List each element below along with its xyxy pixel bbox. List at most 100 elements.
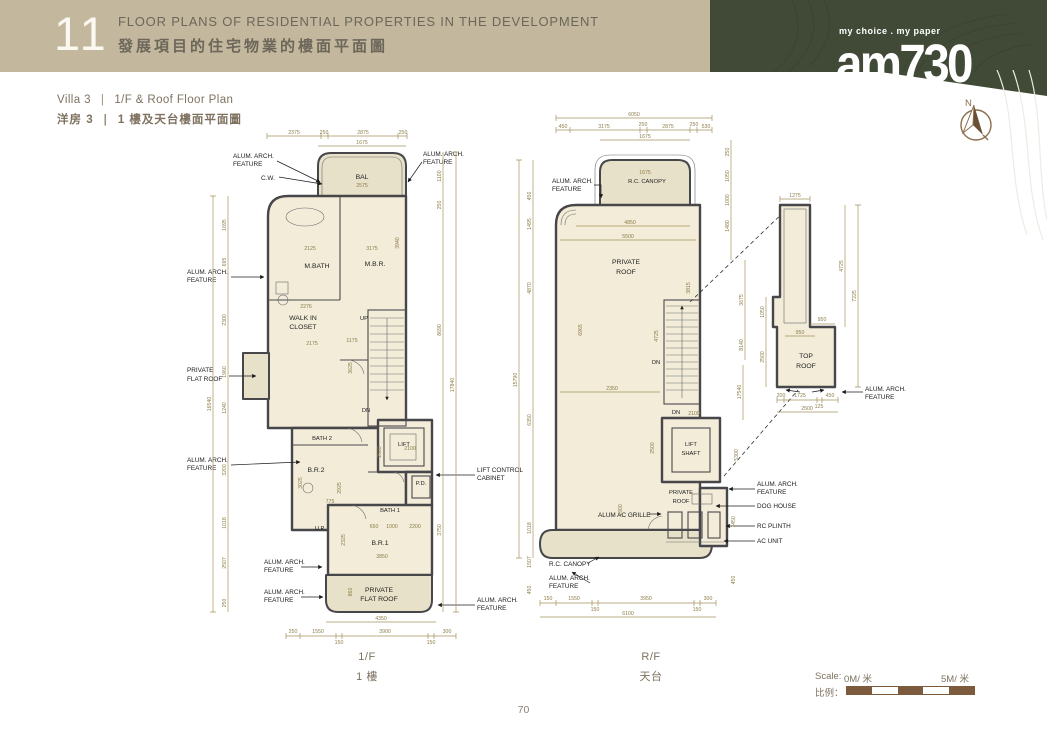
svg-text:16540: 16540 [207, 397, 213, 412]
room-mbr: M.B.R. [365, 261, 386, 268]
room-walkin-2: CLOSET [289, 324, 316, 331]
compass-tail [982, 134, 989, 141]
room-mbath: M.BATH [304, 263, 329, 270]
svg-text:8690: 8690 [437, 324, 443, 336]
leaf-pattern [772, 0, 1033, 72]
partitions-1f [268, 196, 431, 520]
svg-text:250: 250 [690, 122, 699, 128]
svg-text:450: 450 [826, 393, 835, 399]
callout-lcc-1: LIFT CONTROL [477, 467, 523, 474]
compass-needle-dark [973, 105, 983, 135]
callout-alum-l1-2: FEATURE [187, 277, 216, 284]
callout-alum-ac-grille: ALUM AC GRILLE [598, 512, 651, 519]
label-private-roof-1: PRIVATE [612, 259, 641, 266]
svg-text:1450: 1450 [731, 516, 737, 528]
am730-logo: my choice . my paper am730 [836, 27, 989, 94]
floor-plan-rf: R.C. CANOPY PRIVATE ROOF DN DN LIFT SHAF… [513, 112, 798, 618]
page-number: 70 [517, 704, 530, 716]
svg-text:650: 650 [370, 524, 379, 530]
callout-alum-troof-1: ALUM. ARCH. [865, 386, 906, 393]
svg-text:1240: 1240 [222, 402, 228, 414]
svg-text:3675: 3675 [739, 294, 745, 306]
scale-label-en: Scale: [815, 671, 842, 682]
svg-text:200: 200 [777, 393, 786, 399]
leaf-pattern-pale [996, 70, 1047, 241]
room-bath2: BATH 2 [312, 436, 332, 442]
subtitle-en: Villa 3|1/F & Roof Floor Plan [57, 94, 242, 106]
scale-indicator: Scale: 0M/ 米 5M/ 米 比例： [815, 671, 995, 699]
scale-bar-segment [847, 687, 873, 694]
svg-text:6350: 6350 [527, 414, 533, 426]
callout-alum-tl-2: FEATURE [233, 161, 262, 168]
label-top-roof-1: TOP [799, 353, 813, 360]
subtitle-separator-zh: | [103, 114, 108, 126]
svg-text:2300: 2300 [222, 314, 228, 326]
svg-text:1050: 1050 [760, 306, 766, 318]
north-compass: N [960, 98, 992, 141]
ac-units-rf [647, 493, 724, 543]
dimensions-1f: 2375 250 2875 250 1675 16540 1695 695 23… [207, 130, 459, 646]
callout-alum-bl1-2: FEATURE [264, 567, 293, 574]
svg-text:250: 250 [399, 130, 408, 136]
svg-text:3025: 3025 [298, 477, 304, 489]
room-pd: P.D. [416, 481, 427, 487]
caption-1f-zh: 1 樓 [356, 671, 378, 683]
svg-text:950: 950 [818, 317, 827, 323]
callout-alum-rf-tl-1: ALUM. ARCH. [552, 178, 593, 185]
floor-plan-1f: BAL 2575 M.BATH M.B.R. WALK IN CLOSET UP… [187, 130, 523, 646]
svg-text:1507: 1507 [527, 556, 533, 568]
svg-text:450: 450 [527, 586, 533, 595]
callout-rc-canopy-bl: R.C. CANOPY [549, 561, 591, 568]
svg-text:6100: 6100 [622, 611, 634, 617]
svg-text:250: 250 [639, 122, 648, 128]
svg-text:2375: 2375 [288, 130, 300, 136]
svg-text:2100: 2100 [404, 446, 416, 452]
svg-text:1050: 1050 [725, 170, 731, 182]
room-pfr-2: FLAT ROOF [360, 596, 398, 603]
scale-bar-segment [923, 687, 949, 694]
svg-text:300: 300 [704, 596, 713, 602]
scale-bar [846, 686, 975, 695]
svg-text:1175: 1175 [346, 338, 357, 344]
svg-text:3625: 3625 [348, 362, 354, 374]
svg-text:530: 530 [702, 124, 711, 130]
plan-name-zh: 1 樓及天台樓面平面圖 [117, 114, 242, 126]
svg-text:2500: 2500 [760, 351, 766, 363]
callout-rc-plinth: RC PLINTH [757, 523, 791, 530]
svg-text:250: 250 [289, 629, 298, 635]
callout-alum-tl-1: ALUM. ARCH. [233, 153, 274, 160]
callout-dog-house: DOG HOUSE [757, 503, 796, 510]
subtitle-zh: 洋房 3|1 樓及天台樓面平面圖 [57, 111, 242, 127]
svg-text:450: 450 [527, 192, 533, 201]
logo-name: am730 [836, 34, 973, 94]
dim: 2575 [356, 183, 368, 189]
stairs-dn-1: DN [652, 360, 660, 366]
br1-block [326, 503, 434, 577]
svg-text:125: 125 [815, 404, 824, 410]
compass-n-label: N [965, 98, 972, 109]
svg-text:1675: 1675 [639, 134, 651, 140]
svg-text:1300: 1300 [618, 504, 624, 516]
callout-alum-rf-tl-2: FEATURE [552, 186, 581, 193]
label-private-roof-2: ROOF [616, 269, 636, 276]
svg-text:950: 950 [796, 330, 805, 336]
svg-text:3175: 3175 [598, 124, 610, 130]
svg-text:5500: 5500 [622, 234, 634, 240]
svg-text:1000: 1000 [725, 194, 731, 206]
svg-text:150: 150 [544, 596, 553, 602]
label-private-roof-small-1: PRIVATE [669, 490, 693, 496]
svg-text:1550: 1550 [312, 629, 324, 635]
page-title-en: FLOOR PLANS OF RESIDENTIAL PROPERTIES IN… [118, 14, 599, 29]
top-roof-outline [771, 203, 837, 389]
scale-bar-segment [897, 687, 924, 694]
balcony-outline [317, 152, 407, 197]
rc-canopy-outline [599, 159, 691, 206]
callout-alum-br-1: ALUM. ARCH. [477, 597, 518, 604]
compass-needle-light [961, 104, 975, 135]
svg-text:4350: 4350 [375, 616, 387, 622]
svg-text:2100: 2100 [688, 411, 700, 417]
room-lift: LIFT [398, 442, 410, 448]
top-roof-plan: TOP ROOF 1275 4725 7225 1050 2500 950 95… [760, 193, 906, 413]
svg-text:1725: 1725 [794, 393, 806, 399]
callout-alum-rf-r-2: FEATURE [757, 489, 786, 496]
